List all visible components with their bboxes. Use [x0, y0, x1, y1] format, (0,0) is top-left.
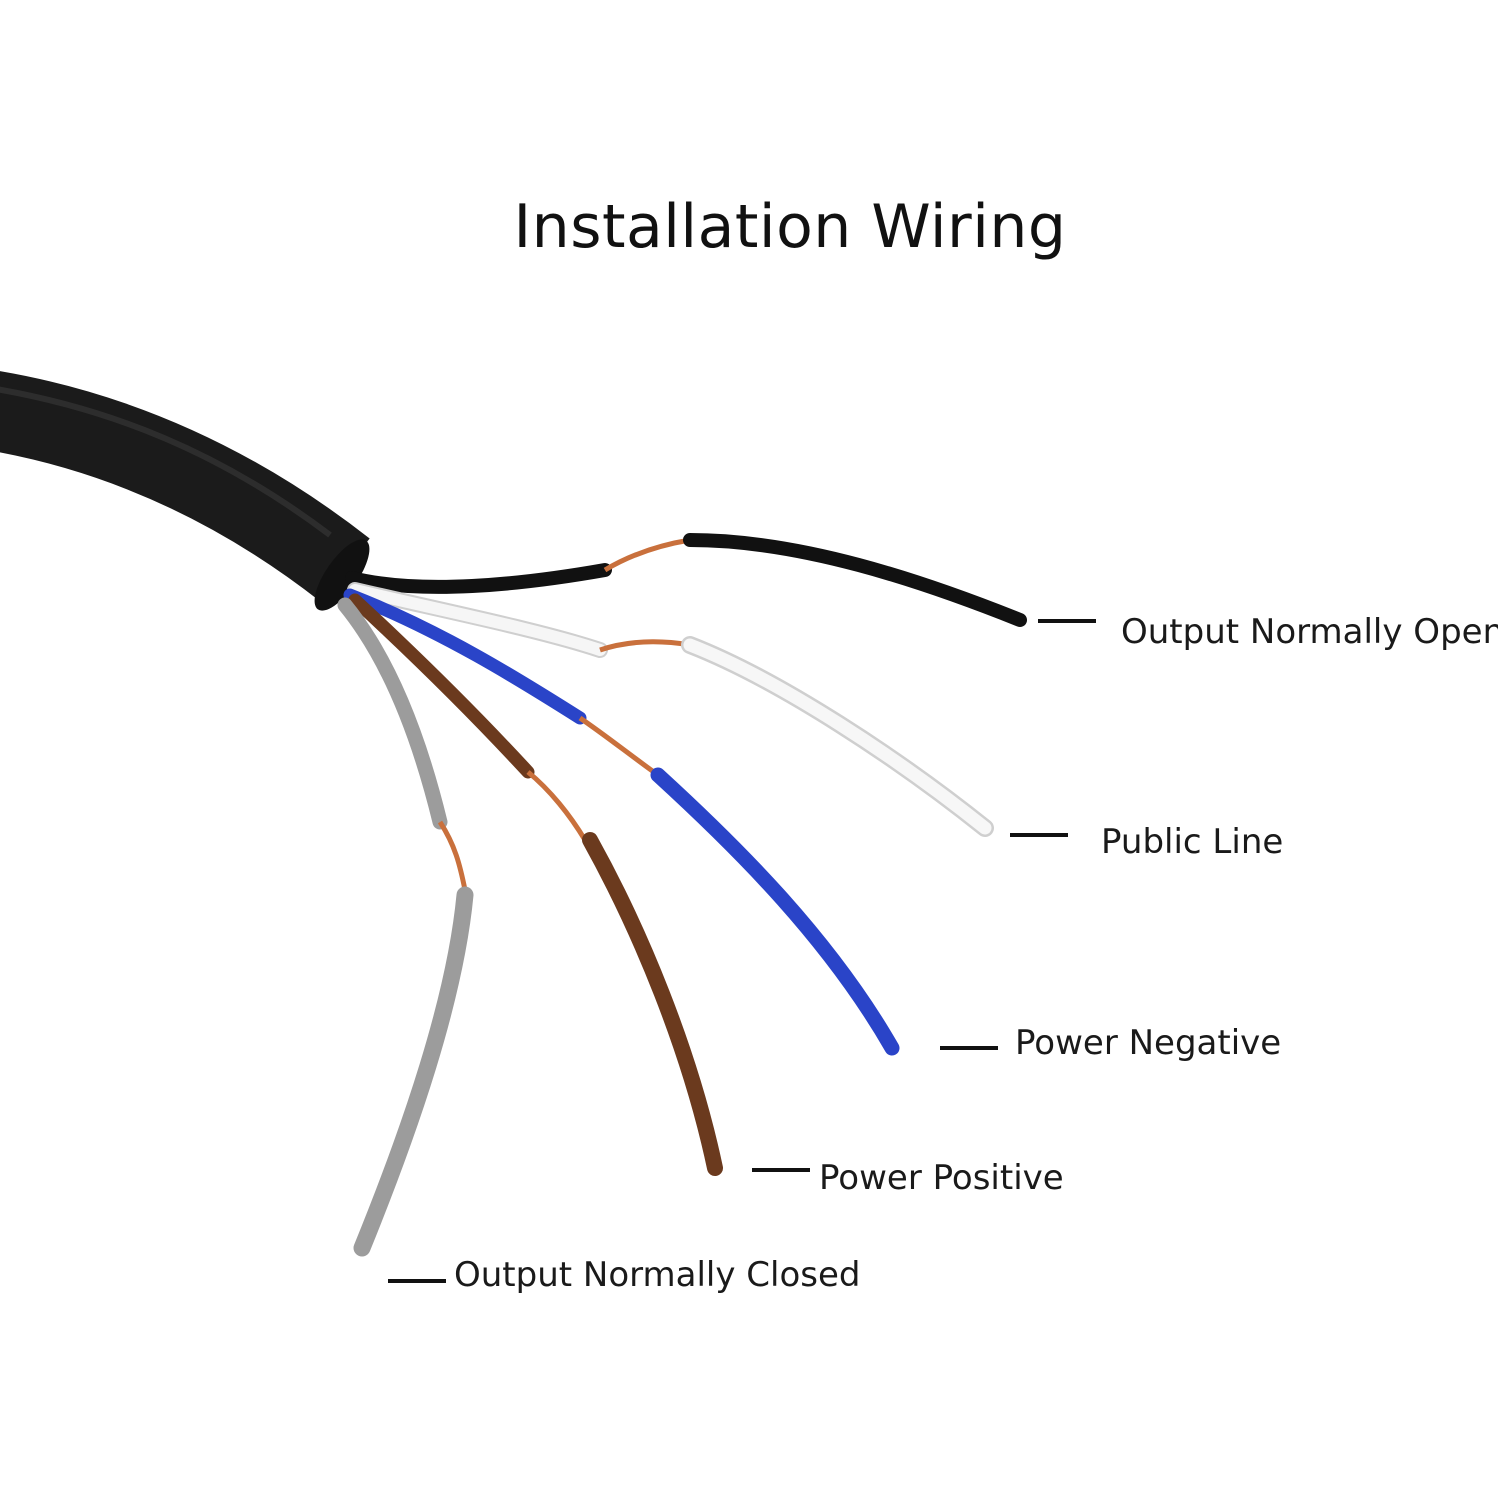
leader-line-power-negative	[940, 1046, 998, 1050]
diagram-title: Installation Wiring	[513, 192, 1067, 262]
copper-blue	[578, 715, 660, 778]
label-public-line: Public Line	[1101, 822, 1284, 862]
wire-brown	[348, 593, 723, 1176]
wire-grey	[337, 597, 474, 1257]
copper-black	[603, 537, 691, 573]
label-power-negative: Power Negative	[1015, 1023, 1282, 1063]
wire-white	[347, 582, 994, 837]
leader-line-power-positive	[752, 1168, 810, 1172]
leader-line-normally-open	[1038, 619, 1096, 623]
label-output-normally-closed: Output Normally Closed	[454, 1255, 861, 1295]
copper-brown	[526, 770, 588, 842]
leader-line-normally-closed	[388, 1279, 446, 1283]
wire-black	[345, 533, 1027, 627]
cable-end	[314, 539, 370, 611]
cable-jacket-highlight	[0, 386, 332, 538]
copper-grey	[437, 820, 468, 891]
copper-white	[599, 639, 691, 653]
leader-line-public-line	[1010, 833, 1068, 837]
wire-blue	[343, 588, 900, 1056]
label-power-positive: Power Positive	[819, 1158, 1064, 1198]
label-output-normally-open: Output Normally Open	[1121, 612, 1498, 652]
cable-jacket	[0, 371, 370, 602]
